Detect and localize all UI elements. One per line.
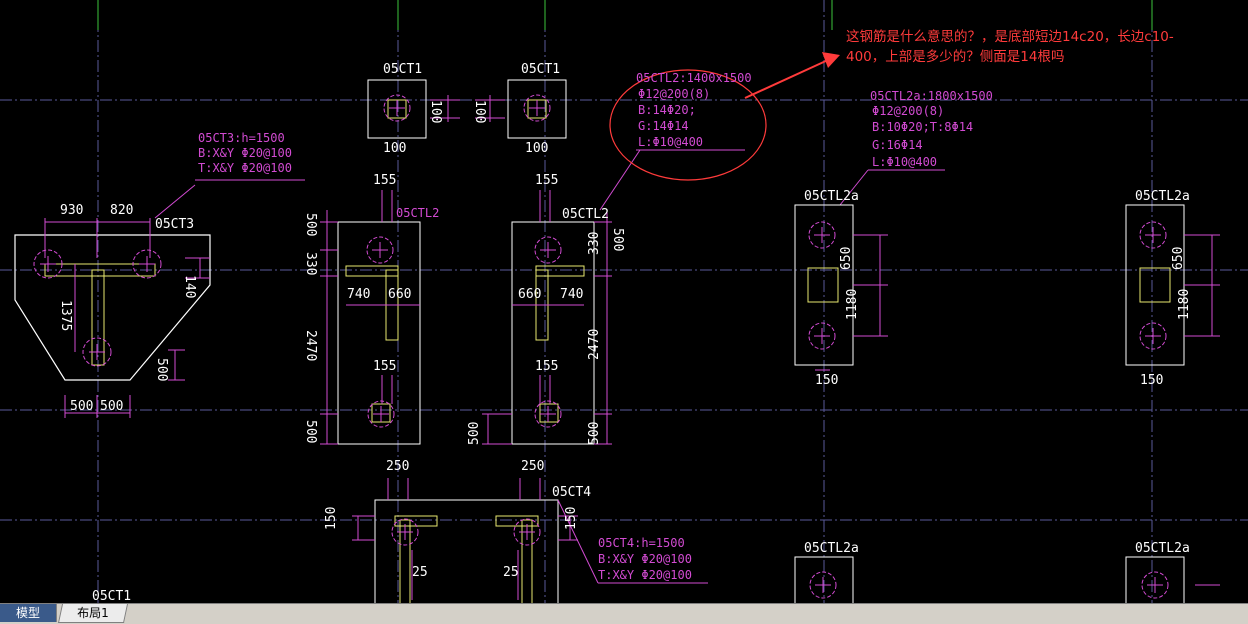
dim-2470-ctl2-left: 2470 [303, 330, 318, 361]
dim-740-ctl2-left: 740 [347, 287, 370, 302]
dim-155-ctl2-right-mid: 155 [535, 359, 558, 374]
label-ctl2a-2[interactable]: 05CTL2a [1135, 189, 1190, 204]
dim-100-ct1-right-b: 100 [525, 141, 548, 156]
note-ctl2-line2: Φ12@200(8) [638, 87, 710, 101]
dim-155-ctl2-left-top: 155 [373, 173, 396, 188]
dim-25-ct4-right: 25 [503, 565, 519, 580]
label-ctl2-left[interactable]: 05CTL2 [396, 206, 439, 220]
dim-500-ctl2-right-left: 500 [467, 422, 482, 445]
dim-100-ct1-left-b: 100 [383, 141, 406, 156]
dim-150-ct4-right: 150 [564, 507, 579, 530]
dim-2470-ctl2-right: 2470 [587, 329, 602, 360]
dim-650-ctl2a-1: 650 [839, 247, 854, 270]
dim-660-ctl2-left: 660 [388, 287, 411, 302]
dim-740-ctl2-right: 740 [560, 287, 583, 302]
dim-250-ct4-left: 250 [386, 459, 409, 474]
label-ct1-bottom[interactable]: 05CT1 [92, 589, 131, 603]
dim-820: 820 [110, 203, 133, 218]
dim-100-ct1-left-r: 100 [428, 100, 443, 123]
note-ctl2-line5: L:Φ10@400 [638, 135, 703, 149]
tab-model[interactable]: 模型 [0, 604, 57, 622]
note-ctl2-line1: 05CTL2:1400x1500 [636, 71, 752, 85]
footing-ctl2-right[interactable] [482, 149, 641, 445]
annotation-text-line1: 这钢筋是什么意思的？，是底部短边14c20，长边c10- [846, 28, 1174, 45]
dim-500-ctl2-left-top: 500 [303, 213, 318, 236]
dim-250-ct4-right: 250 [521, 459, 544, 474]
note-ct4-line1: 05CT4:h=1500 [598, 536, 685, 550]
footing-ct1-right[interactable] [475, 79, 567, 139]
dim-500-ctl2-right-top: 500 [610, 228, 625, 251]
annotation-text-line2: 400，上部是多少的？侧面是14根吗 [846, 48, 1064, 65]
label-ctl2a-4[interactable]: 05CTL2a [1135, 541, 1190, 556]
tab-layout1-label: 布局1 [77, 606, 109, 620]
dim-500-ctl2-right-bottom: 500 [587, 422, 602, 445]
dim-650-ctl2a-2: 650 [1171, 247, 1186, 270]
note-ct4-line3: T:X&Y Φ20@100 [598, 568, 692, 582]
highlight-ellipse [609, 69, 767, 181]
footing-ctl2-left[interactable] [320, 190, 421, 445]
layout-tab-bar: 模型 布局1 [0, 603, 1248, 624]
dim-155-ctl2-right-top: 155 [535, 173, 558, 188]
dim-155-ctl2-left-mid: 155 [373, 359, 396, 374]
note-ct3-line1: 05CT3:h=1500 [198, 131, 285, 145]
label-ctl2a-3[interactable]: 05CTL2a [804, 541, 859, 556]
dim-500-ct3-b1: 500 [70, 399, 93, 414]
dim-150-ctl2a-2: 150 [1140, 373, 1163, 388]
dim-1375: 1375 [58, 300, 73, 331]
dim-1180-ctl2a-1: 1180 [845, 289, 860, 320]
dim-660-ctl2-right: 660 [518, 287, 541, 302]
label-ct4[interactable]: 05CT4 [552, 485, 591, 500]
dim-930: 930 [60, 203, 83, 218]
note-ctl2a-line3: B:10Φ20;T:8Φ14 [872, 120, 973, 134]
cad-drawing[interactable]: 930 820 05CT3 140 1375 500 500 500 05CT3… [0, 0, 1248, 603]
note-ct3-line2: B:X&Y Φ20@100 [198, 146, 292, 160]
label-ct3[interactable]: 05CT3 [155, 217, 194, 232]
dim-500-ctl2-left-bottom: 500 [303, 420, 318, 443]
footing-ctl2a-3[interactable] [794, 556, 854, 603]
label-ct1-right[interactable]: 05CT1 [521, 62, 560, 77]
note-ctl2a-line5: L:Φ10@400 [872, 155, 937, 169]
note-ctl2-line3: B:14Φ20; [638, 103, 696, 117]
footing-ct4[interactable] [352, 478, 708, 603]
drawing-canvas[interactable]: 930 820 05CT3 140 1375 500 500 500 05CT3… [0, 0, 1248, 603]
annotation-arrow [744, 52, 840, 99]
label-ct1-left[interactable]: 05CT1 [383, 62, 422, 77]
tab-layout1[interactable]: 布局1 [57, 604, 129, 623]
dim-150-ct4-left: 150 [324, 507, 339, 530]
footing-ctl2a-4[interactable] [1125, 556, 1220, 603]
dim-330-ctl2-left: 330 [303, 252, 318, 275]
label-ctl2a-1[interactable]: 05CTL2a [804, 189, 859, 204]
note-ctl2a-line1: 05CTL2a:1800x1500 [870, 89, 993, 103]
dim-25-ct4-left: 25 [412, 565, 428, 580]
dim-140: 140 [182, 275, 197, 298]
note-ct4-line2: B:X&Y Φ20@100 [598, 552, 692, 566]
grid-lines [0, 0, 1248, 603]
dim-100-ct1-right-l: 100 [472, 100, 487, 123]
dim-150-ctl2a-1: 150 [815, 373, 838, 388]
note-ctl2-line4: G:14Φ14 [638, 119, 689, 133]
footing-ctl2a-1[interactable] [794, 204, 888, 371]
footing-ct1-left[interactable] [367, 79, 460, 139]
dim-1180-ctl2a-2: 1180 [1177, 289, 1192, 320]
dim-500-ct3-b2: 500 [100, 399, 123, 414]
label-ctl2-right[interactable]: 05CTL2 [562, 207, 609, 222]
dim-330-ctl2-right: 330 [587, 232, 602, 255]
note-ctl2a-line2: Φ12@200(8) [872, 104, 944, 118]
note-ctl2a-line4: G:16Φ14 [872, 138, 923, 152]
footing-ctl2a-2[interactable] [1125, 204, 1220, 366]
dim-500-ct3-side: 500 [154, 358, 169, 381]
axis-ticks [97, 0, 1153, 30]
note-ct3-line3: T:X&Y Φ20@100 [198, 161, 292, 175]
footing-ct3[interactable] [14, 179, 305, 418]
